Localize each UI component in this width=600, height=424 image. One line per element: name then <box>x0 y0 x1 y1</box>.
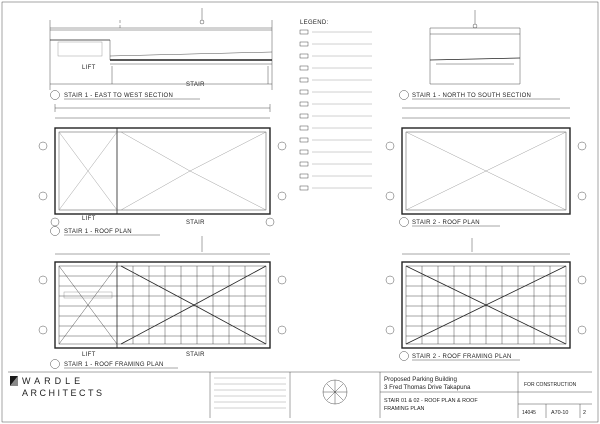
drawing-title-line2: FRAMING PLAN <box>384 406 425 412</box>
firm-name-line1: WARDLE <box>22 376 84 386</box>
ew-section-stair-label: STAIR <box>186 82 205 88</box>
stair2-roof-framing-title: STAIR 2 - ROOF FRAMING PLAN <box>412 354 512 360</box>
legend-title: LEGEND: <box>300 20 328 26</box>
plan-stair1-roof <box>38 104 287 227</box>
framing-plan-stair-label: STAIR <box>186 352 205 358</box>
section-stair1-north-south <box>429 10 521 85</box>
ew-section-callout-bubble <box>50 90 60 100</box>
roof-plan-stair-label: STAIR <box>186 220 205 226</box>
project-name: Proposed Parking Building <box>384 376 457 383</box>
section-stair1-east-west <box>49 8 273 90</box>
stair2-framing-callout-bubble <box>399 351 409 361</box>
legend-block: LEGEND: <box>299 20 372 191</box>
roof-plan-lift-label: LIFT <box>82 216 96 222</box>
ns-section-callout-bubble <box>399 90 409 100</box>
firm-logo <box>10 376 18 386</box>
job-number: 14045 <box>522 410 536 416</box>
project-address: 3 Fred Thomas Drive Takapuna <box>384 384 471 391</box>
drawing-title-line1: STAIR 01 & 02 - ROOF PLAN & ROOF <box>384 398 478 404</box>
north-point-symbol <box>322 379 348 405</box>
ew-section-lift-label: LIFT <box>82 65 96 71</box>
issue-status: FOR CONSTRUCTION <box>524 382 577 388</box>
ns-section-title: STAIR 1 - NORTH TO SOUTH SECTION <box>412 93 531 99</box>
firm-name-line2: ARCHITECTS <box>22 388 105 398</box>
title-block <box>8 371 592 418</box>
framing-plan-lift-label: LIFT <box>82 352 96 358</box>
revision-number: 2 <box>583 410 586 416</box>
plan-stair2-roof <box>385 107 587 215</box>
stair2-roof-plan-title: STAIR 2 - ROOF PLAN <box>412 220 480 226</box>
stair2-roof-plan-callout-bubble <box>399 217 409 227</box>
roof-plan-callout-bubble <box>50 226 60 236</box>
plan-stair2-roof-framing <box>385 238 587 349</box>
stair1-framing-callout-bubble <box>50 359 60 369</box>
stair1-roof-plan-title: STAIR 1 - ROOF PLAN <box>64 229 132 235</box>
ew-section-title: STAIR 1 - EAST TO WEST SECTION <box>64 93 173 99</box>
stair1-roof-framing-title: STAIR 1 - ROOF FRAMING PLAN <box>64 362 164 368</box>
plan-stair1-roof-framing <box>38 236 287 349</box>
drawing-number: A70-10 <box>551 410 568 416</box>
